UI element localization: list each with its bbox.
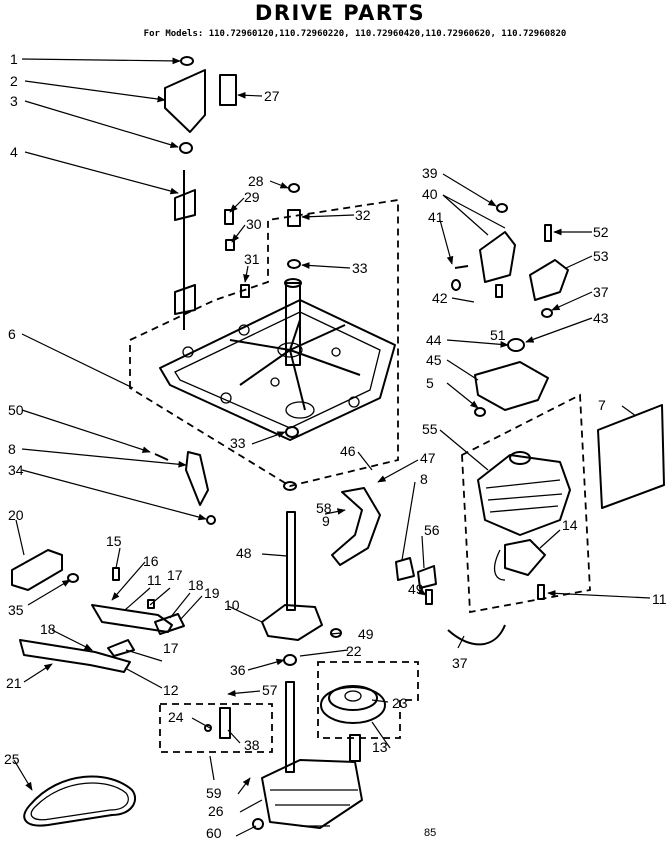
- callout-36: 22: [346, 643, 362, 659]
- callout-23: 24: [168, 709, 184, 725]
- small-parts-right: [330, 557, 545, 646]
- callout-28: 28: [248, 173, 264, 189]
- callout-26: 60: [206, 825, 222, 841]
- brake-linkage: [154, 56, 250, 525]
- callout-33-top: 33: [352, 260, 368, 276]
- diagram-title: DRIVE PARTS: [255, 1, 425, 25]
- callout-51-left: 51: [490, 327, 506, 343]
- drive-belt: [23, 775, 137, 827]
- callout-33-mid: 46: [340, 443, 356, 459]
- capacitor-cover: [597, 404, 665, 509]
- callout-59: 26: [208, 803, 224, 819]
- callout-4: 4: [10, 144, 18, 160]
- callout-5: 6: [8, 326, 16, 342]
- callout-16: 11: [147, 572, 162, 588]
- callout-8-left: 34: [8, 462, 24, 478]
- gear-case: [252, 734, 363, 830]
- callout-18-bottom: 17: [163, 640, 179, 656]
- callout-27: 27: [264, 88, 280, 104]
- motor-assembly: [461, 338, 591, 614]
- callout-37-bottom: 23: [392, 695, 408, 711]
- callout-20: 48: [236, 545, 252, 561]
- callout-55: 7: [598, 397, 606, 413]
- center-post-shaft: [283, 183, 302, 491]
- callout-7: 8: [8, 441, 16, 457]
- callout-31: 31: [244, 251, 260, 267]
- callout-38: 13: [372, 739, 388, 755]
- pulley-assembly: [317, 661, 419, 739]
- model-numbers: For Models: 110.72960120,110.72960220, 1…: [144, 29, 567, 39]
- callout-25: 59: [206, 785, 222, 801]
- callout-12: 21: [6, 675, 22, 691]
- callout-41: 41: [428, 209, 444, 225]
- callout-15: 16: [143, 553, 159, 569]
- callout-17-top: 18: [188, 577, 204, 593]
- callout-47: 8: [420, 471, 428, 487]
- callout-1: 1: [10, 51, 18, 67]
- callout-11-bottom: 18: [40, 621, 56, 637]
- callout-53: 37: [593, 284, 609, 300]
- motor-bracket-parts: [451, 203, 569, 318]
- callout-49-left: 49: [408, 581, 424, 597]
- callout-51-right: 52: [593, 224, 609, 240]
- callout-46: 55: [422, 421, 438, 437]
- callout-6: 50: [8, 402, 24, 418]
- callout-45: 5: [426, 375, 434, 391]
- callout-19: 10: [224, 597, 240, 613]
- small-parts-left: [11, 549, 185, 673]
- callout-22: 57: [262, 682, 278, 698]
- callout-52: 53: [593, 248, 609, 264]
- callout-42: 42: [432, 290, 448, 306]
- callout-29: 29: [244, 189, 260, 205]
- callout-56: 14: [562, 517, 578, 533]
- callout-11-top: 17: [167, 567, 183, 583]
- callout-48: 56: [424, 522, 440, 538]
- callout-37-top: 43: [593, 310, 609, 326]
- callout-49-right: 11: [652, 591, 667, 607]
- base-plate-assembly: [129, 198, 399, 487]
- callout-43: 44: [426, 332, 442, 348]
- callout-40: 40: [422, 186, 438, 202]
- callout-32: 32: [355, 207, 371, 223]
- callout-21: 36: [230, 662, 246, 678]
- callout-50: 33: [230, 435, 246, 451]
- callout-8-mid: 58: [316, 500, 332, 516]
- callout-9: 20: [8, 507, 24, 523]
- callout-35: 49: [358, 626, 374, 642]
- callout-34: 47: [420, 450, 436, 466]
- callout-2: 2: [10, 73, 18, 89]
- callout-30: 30: [246, 216, 262, 232]
- leader-lines: [13, 57, 651, 837]
- callout-44: 45: [426, 352, 442, 368]
- callout-13: 25: [4, 751, 20, 767]
- callout-10: 35: [8, 602, 24, 618]
- callout-24: 38: [244, 737, 260, 753]
- drive-shaft: [261, 511, 323, 773]
- callout-labels: 1 2 3 27 4 28 29 30 32 31 33 39 40 41 42…: [4, 51, 667, 841]
- callout-58: 9: [322, 513, 330, 529]
- callout-3: 3: [10, 93, 18, 109]
- callout-57: 37: [452, 655, 468, 671]
- callout-18-top: 19: [204, 585, 220, 601]
- clutch-parts-group: [159, 703, 273, 753]
- page-code: 85: [424, 827, 436, 839]
- callout-17-bottom: 12: [163, 682, 179, 698]
- cam-bar: [331, 487, 381, 566]
- callout-14: 15: [106, 533, 122, 549]
- callout-39: 39: [422, 165, 438, 181]
